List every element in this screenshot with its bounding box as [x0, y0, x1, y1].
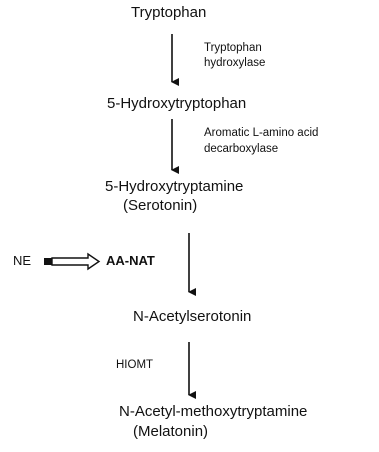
- node-5-hydroxytryptophan: 5-Hydroxytryptophan: [107, 95, 247, 112]
- regulator-ne: NE: [13, 253, 32, 268]
- enzyme-hiomt: HIOMT: [116, 359, 154, 371]
- enzyme-aadc-line1: Aromatic L-amino acid: [204, 127, 319, 139]
- node-melatonin-line2: (Melatonin): [133, 423, 209, 440]
- enzyme-tryptophan-hydroxylase-line1: Tryptophan: [204, 42, 262, 54]
- enzyme-tryptophan-hydroxylase-line2: hydroxylase: [204, 57, 266, 69]
- node-serotonin-line1: 5-Hydroxytryptamine: [105, 178, 244, 195]
- node-melatonin-line1: N-Acetyl-methoxytryptamine: [119, 403, 308, 420]
- node-n-acetylserotonin: N-Acetylserotonin: [133, 308, 252, 325]
- node-tryptophan: Tryptophan: [131, 4, 207, 21]
- enzyme-aa-nat: AA-NAT: [106, 253, 155, 268]
- ne-stimulation-arrow: [44, 252, 101, 271]
- enzyme-aadc-line2: decarboxylase: [204, 143, 279, 155]
- node-serotonin-line2: (Serotonin): [123, 197, 198, 214]
